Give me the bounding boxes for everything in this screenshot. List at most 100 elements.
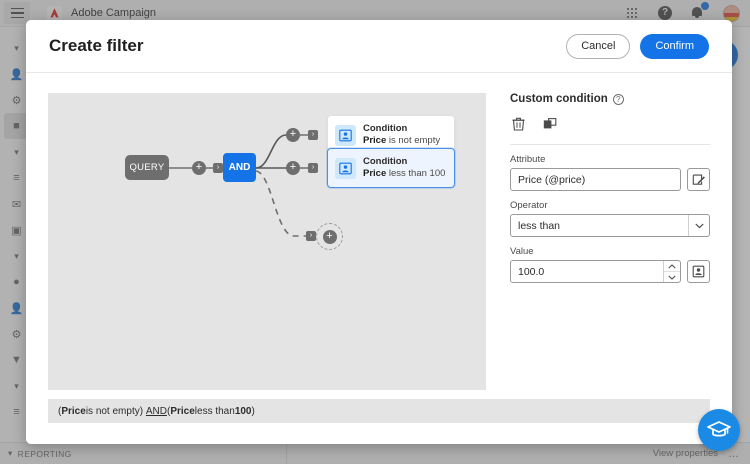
filter-canvas[interactable]: QUERY AND + [48,93,486,390]
bell-icon[interactable] [690,2,709,21]
operator-value: less than [518,219,561,232]
condition-person-icon [335,124,356,146]
condition-expression: Price is not empty [363,135,440,147]
summary-field-2: Price [170,405,195,417]
operator-field-group: Operator less than [510,200,710,237]
rail-icon-7[interactable]: ● [13,276,20,288]
info-circle-icon[interactable]: ? [612,93,624,105]
filter-summary-bar: (Price is not empty) AND (Price less tha… [48,399,710,423]
operator-row: less than [510,214,710,237]
connector-arrow-3[interactable] [308,163,318,173]
empty-node-placeholder[interactable]: + [316,223,343,250]
chevron-down-icon[interactable] [688,215,709,236]
bottom-bar-divider [286,443,287,464]
operator-label: Operator [510,200,548,211]
operator-select[interactable]: less than [510,214,710,237]
condition-field: Price [363,135,387,146]
confirm-button[interactable]: Confirm [640,33,709,59]
quantity-stepper[interactable] [663,261,680,282]
plus-icon: + [322,229,337,244]
help-circle-icon[interactable]: ? [657,5,673,21]
rail-chevron-3[interactable]: ▾ [14,250,19,261]
connector-arrow-4[interactable] [306,231,316,241]
rail-chevron-1[interactable]: ▾ [14,42,19,53]
notification-badge [701,2,709,10]
learning-help-fab[interactable] [698,409,740,451]
custom-condition-panel: Custom condition ? [510,93,710,390]
rail-icon-4[interactable]: ≡ [13,172,20,184]
panel-title: Custom condition ? [510,93,710,105]
attribute-row: Price (@price) [510,168,710,191]
view-properties-link[interactable]: View properties [652,448,718,459]
summary-close-2: ) [251,405,255,417]
grid-apps-icon[interactable] [624,5,640,21]
condition-person-icon [335,157,356,179]
value-text: 100.0 [518,265,545,278]
condition-title: Condition [363,155,408,167]
rail-icon-8[interactable]: 👤 [9,302,24,315]
cancel-button[interactable]: Cancel [566,33,631,59]
reporting-label: REPORTING [17,448,72,459]
condition-operator: less than 100 [386,168,446,179]
condition-expression: Price less than 100 [363,168,445,180]
duplicate-icon[interactable] [542,116,558,132]
chevron-down-icon[interactable] [664,272,680,282]
summary-open-2: ( [166,405,171,417]
rail-icon-1[interactable]: 👤 [9,68,24,81]
condition-text-2: Condition Price less than 100 [363,156,445,181]
attribute-input[interactable]: Price (@price) [510,168,681,191]
create-filter-modal: Create filter Cancel Confirm [26,20,732,444]
graduation-cap-icon [707,421,731,437]
top-bar-actions: ? [624,2,750,22]
add-node-button-1[interactable] [192,161,206,175]
condition-card-2[interactable]: Condition Price less than 100 [327,148,455,188]
rail-chevron-4[interactable]: ▾ [14,380,19,391]
hamburger-icon[interactable] [4,2,30,24]
connector-arrow-2[interactable] [308,130,318,140]
value-label: Value [510,246,534,257]
app-title: Adobe Campaign [71,7,157,19]
flow-connectors [169,134,318,237]
summary-op-1: is not empty) [85,405,144,417]
reporting-section[interactable]: ▾ REPORTING [0,448,72,459]
panel-title-label: Custom condition [510,93,608,105]
modal-header: Create filter Cancel Confirm [26,20,732,73]
rail-icon-6[interactable]: ▣ [11,224,22,237]
page-title: Create filter [49,36,144,55]
trash-icon[interactable] [510,116,526,132]
rail-icon-9[interactable]: ⚙ [11,328,22,341]
attribute-field-group: Attribute Price (@price) [510,154,710,191]
add-node-button-3[interactable] [286,161,300,175]
attribute-label: Attribute [510,154,546,165]
modal-body: QUERY AND + [26,73,732,444]
more-options-icon[interactable]: … [728,447,740,460]
and-node[interactable]: AND [223,153,256,182]
condition-field: Price [363,168,387,179]
rail-icon-3-selected[interactable]: ■ [3,113,30,139]
rail-icon-5[interactable]: ✉ [11,198,22,211]
value-row: 100.0 [510,260,710,283]
edit-pencil-icon[interactable] [687,168,710,191]
summary-conjunction: AND [145,405,167,417]
summary-value-2: 100 [234,405,252,417]
value-picker-icon[interactable] [687,260,710,283]
value-input[interactable]: 100.0 [510,260,681,283]
condition-text-1: Condition Price is not empty [363,123,440,148]
rail-icon-11[interactable]: ≡ [13,406,20,418]
modal-header-actions: Cancel Confirm [566,33,709,59]
query-node[interactable]: QUERY [125,155,169,180]
chevron-up-icon[interactable] [664,261,680,272]
add-node-button-2[interactable] [286,128,300,142]
summary-field-1: Price [61,405,86,417]
value-field-group: Value 100.0 [510,246,710,283]
chevron-down-icon: ▾ [8,448,13,458]
user-avatar[interactable] [723,4,740,22]
panel-toolbar [510,116,710,145]
condition-title: Condition [363,122,408,134]
rail-chevron-2[interactable]: ▾ [14,146,19,157]
rail-icon-2[interactable]: ⚙ [11,94,22,107]
connector-arrow-1[interactable] [213,163,223,173]
rail-icon-10[interactable]: ▼ [11,354,22,366]
summary-open-1: ( [58,405,62,417]
